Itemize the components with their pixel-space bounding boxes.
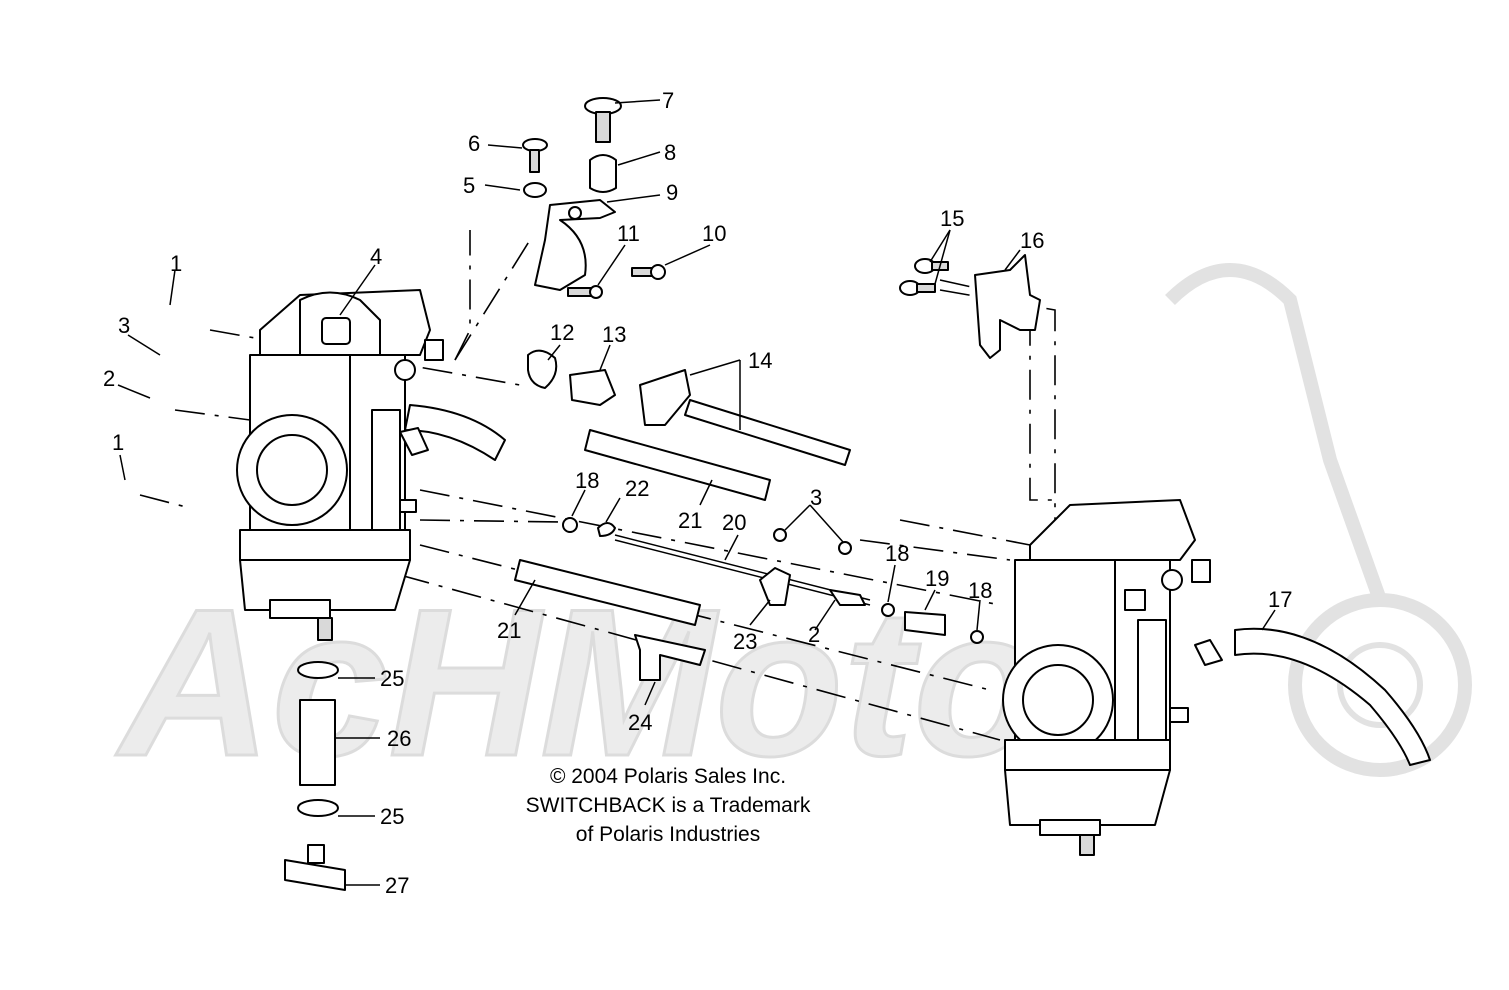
callout-23: 23 xyxy=(733,629,757,654)
right-bracket xyxy=(899,254,1041,359)
callout-25-top: 25 xyxy=(380,666,404,691)
leader-lines xyxy=(117,99,1276,886)
callout-labels: 1 1 2 2 3 3 4 5 6 7 8 9 10 11 12 13 14 1… xyxy=(103,88,1292,898)
callout-3-left: 3 xyxy=(118,313,130,338)
callout-4: 4 xyxy=(370,244,382,269)
callout-6: 6 xyxy=(468,131,480,156)
fuel-hose-right xyxy=(1234,627,1431,766)
callout-14: 14 xyxy=(748,348,772,373)
right-carburetor xyxy=(1002,499,1223,856)
callout-8: 8 xyxy=(664,140,676,165)
callout-3-right: 3 xyxy=(810,485,822,510)
callout-10: 10 xyxy=(702,221,726,246)
callout-9: 9 xyxy=(666,180,678,205)
copyright-block: © 2004 Polaris Sales Inc. SWITCHBACK is … xyxy=(526,765,811,846)
callout-24: 24 xyxy=(628,710,652,735)
callout-2-right: 2 xyxy=(808,622,820,647)
callout-25-bottom: 25 xyxy=(380,804,404,829)
callout-2-left: 2 xyxy=(103,366,115,391)
callout-11: 11 xyxy=(617,221,640,246)
callout-26: 26 xyxy=(387,726,411,751)
left-carburetor xyxy=(236,289,506,641)
callout-27: 27 xyxy=(385,873,409,898)
fuel-line-parts xyxy=(284,661,346,891)
callout-19: 19 xyxy=(925,566,949,591)
callout-13: 13 xyxy=(602,322,626,347)
callout-18-mid: 18 xyxy=(885,541,909,566)
callout-1-bottom: 1 xyxy=(112,430,124,455)
callout-20: 20 xyxy=(722,510,746,535)
copyright-line-1: © 2004 Polaris Sales Inc. xyxy=(550,765,786,788)
copyright-line-2: SWITCHBACK is a Trademark xyxy=(526,794,811,817)
callout-17: 17 xyxy=(1268,587,1292,612)
callout-15: 15 xyxy=(940,206,964,231)
callout-22: 22 xyxy=(625,476,649,501)
callout-5: 5 xyxy=(463,173,475,198)
callout-7: 7 xyxy=(662,88,674,113)
callout-1-top: 1 xyxy=(170,251,182,276)
callout-12: 12 xyxy=(550,320,574,345)
middle-parts xyxy=(514,349,984,681)
callout-18-right: 18 xyxy=(968,578,992,603)
callout-21-top: 21 xyxy=(678,508,702,533)
throttle-bracket-assembly xyxy=(522,97,666,299)
callout-18-left: 18 xyxy=(575,468,599,493)
copyright-line-3: of Polaris Industries xyxy=(576,823,760,846)
callout-16: 16 xyxy=(1020,228,1044,253)
callout-21-bottom: 21 xyxy=(497,618,521,643)
